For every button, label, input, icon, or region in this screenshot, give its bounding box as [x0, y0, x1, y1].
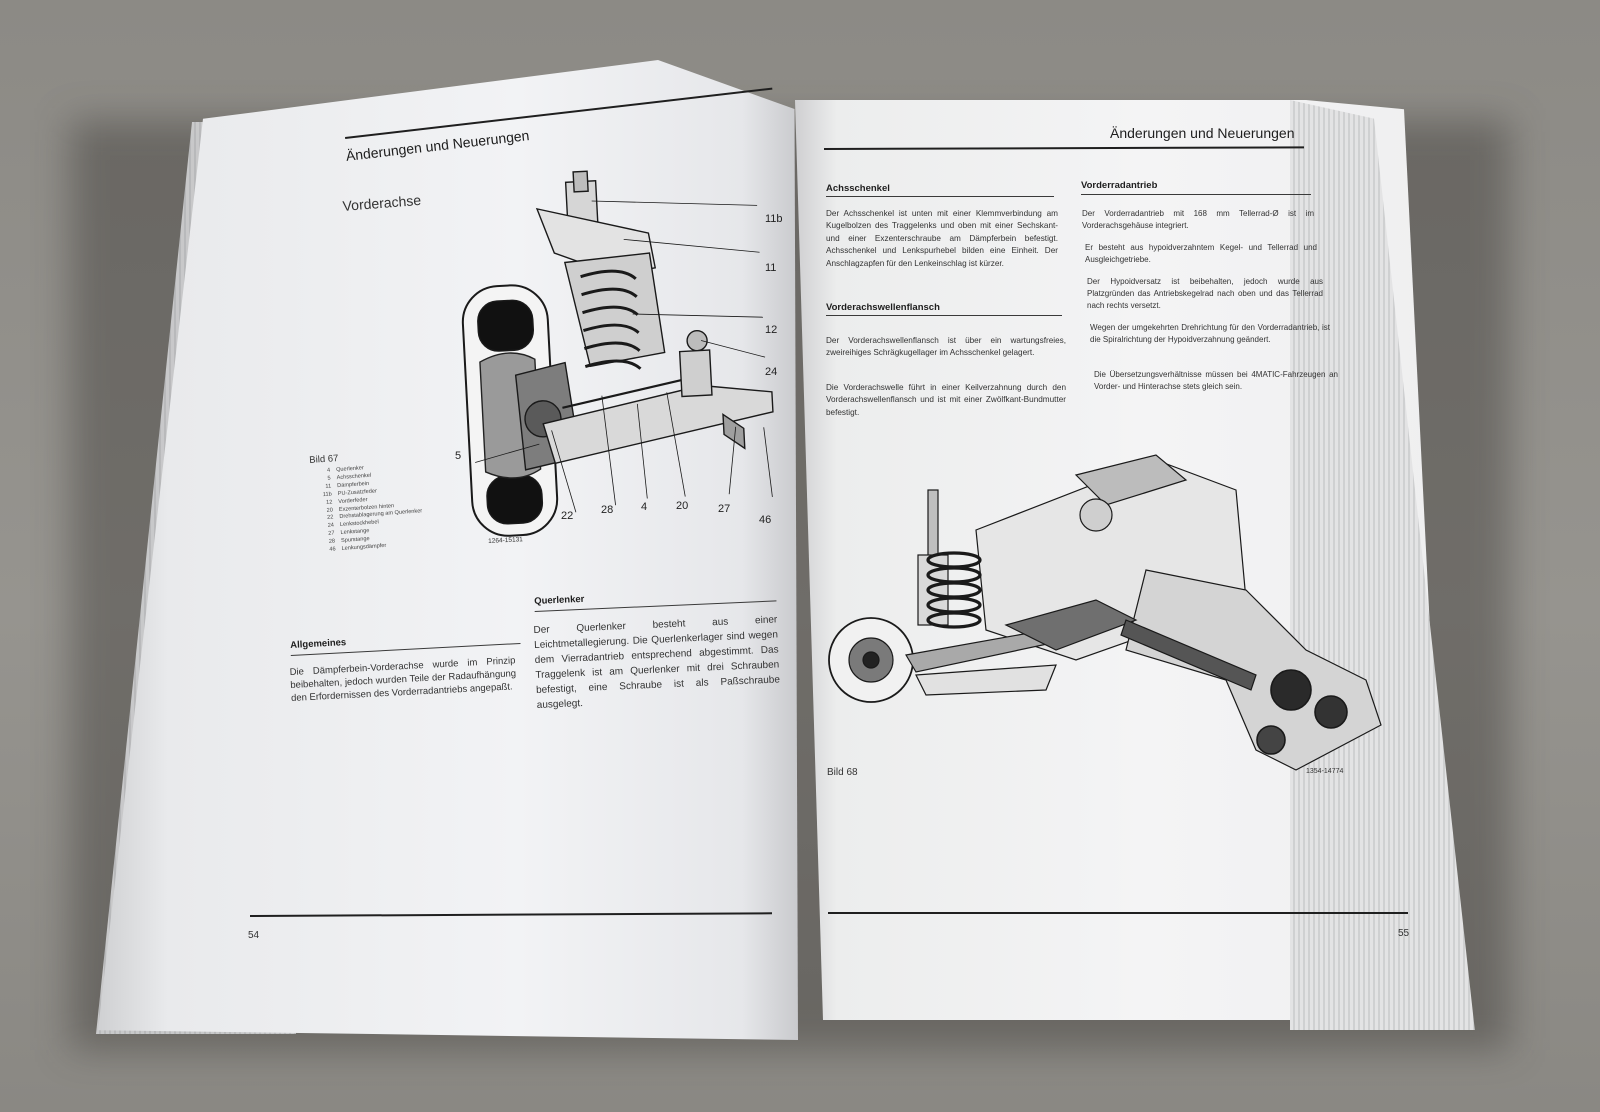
achsschenkel-rule [826, 196, 1054, 197]
vorderradantrieb-text-2: Er besteht aus hypoidverzahntem Kegel- u… [1085, 243, 1317, 264]
vorderachswellenflansch-title: Vorderachswellenflansch [826, 302, 940, 313]
vorderachswellenflansch-rule [826, 315, 1062, 316]
vorderradantrieb-text-3: Der Hypoidversatz ist beibehalten, jedoc… [1087, 277, 1323, 310]
callout-12: 12 [765, 324, 778, 336]
achsschenkel-text: Der Achsschenkel ist unten mit einer Kle… [826, 209, 1058, 268]
vorderradantrieb-text-5: Die Übersetzungsverhältnisse müssen bei … [1094, 370, 1338, 391]
front-axle-illustration [461, 170, 774, 537]
right-page-number: 55 [1398, 928, 1410, 939]
achsschenkel-title: Achsschenkel [826, 183, 890, 194]
callout-24: 24 [765, 366, 778, 378]
callout-4: 4 [641, 501, 648, 513]
querlenker-text: Der Querlenker besteht aus einer Leichtm… [533, 614, 781, 711]
callout-27: 27 [718, 503, 731, 515]
vorderachswellenflansch-text-1: Der Vorderachswellenflansch ist über ein… [826, 336, 1066, 358]
callout-11: 11 [765, 262, 777, 274]
vorderradantrieb-text-1: Der Vorderradantrieb mit 168 mm Tellerra… [1082, 209, 1314, 230]
callout-11b: 11b [765, 213, 783, 225]
drivetrain-illustration [828, 454, 1382, 771]
callout-5: 5 [455, 450, 462, 462]
vorderradantrieb-text-4: Wegen der umgekehrten Drehrichtung für d… [1090, 323, 1330, 344]
right-footer-rule [828, 912, 1408, 914]
vorderradantrieb-rule [1081, 194, 1311, 195]
figure-68-id: 1354-14774 [1306, 768, 1344, 775]
right-page-header: Änderungen und Neuerungen [1110, 125, 1295, 141]
left-page-number: 54 [248, 930, 260, 941]
callout-20: 20 [676, 500, 689, 512]
callout-28: 28 [601, 504, 614, 516]
callout-22: 22 [561, 510, 574, 522]
callout-46: 46 [759, 514, 772, 526]
left-page [98, 60, 798, 1040]
vorderradantrieb-title: Vorderradantrieb [1081, 180, 1158, 191]
vorderachswellenflansch-text-2: Die Vorderachswelle führt in einer Keilv… [826, 383, 1066, 417]
figure-68-caption: Bild 68 [827, 767, 858, 778]
